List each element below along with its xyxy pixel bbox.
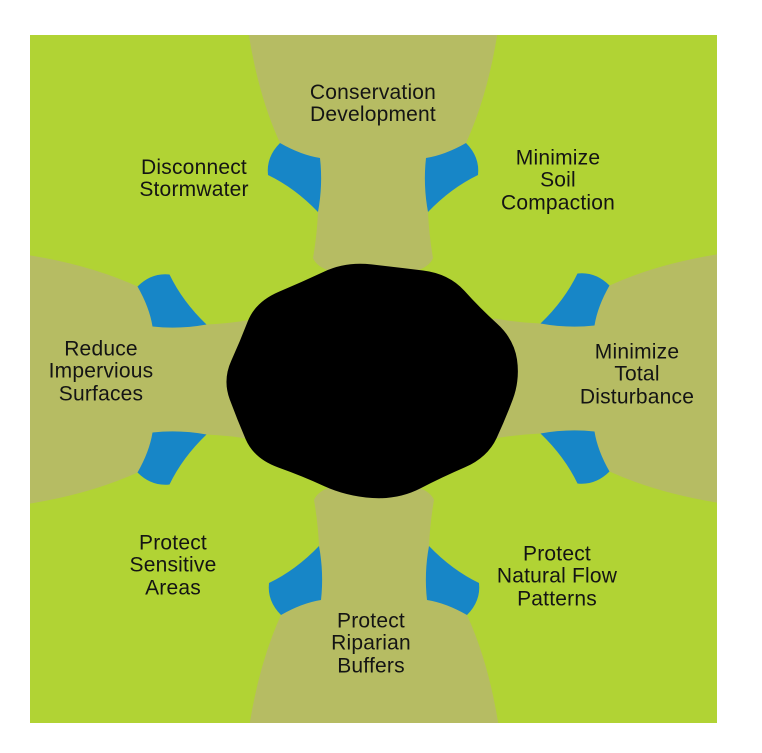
center-cloud-blob: [226, 263, 518, 499]
